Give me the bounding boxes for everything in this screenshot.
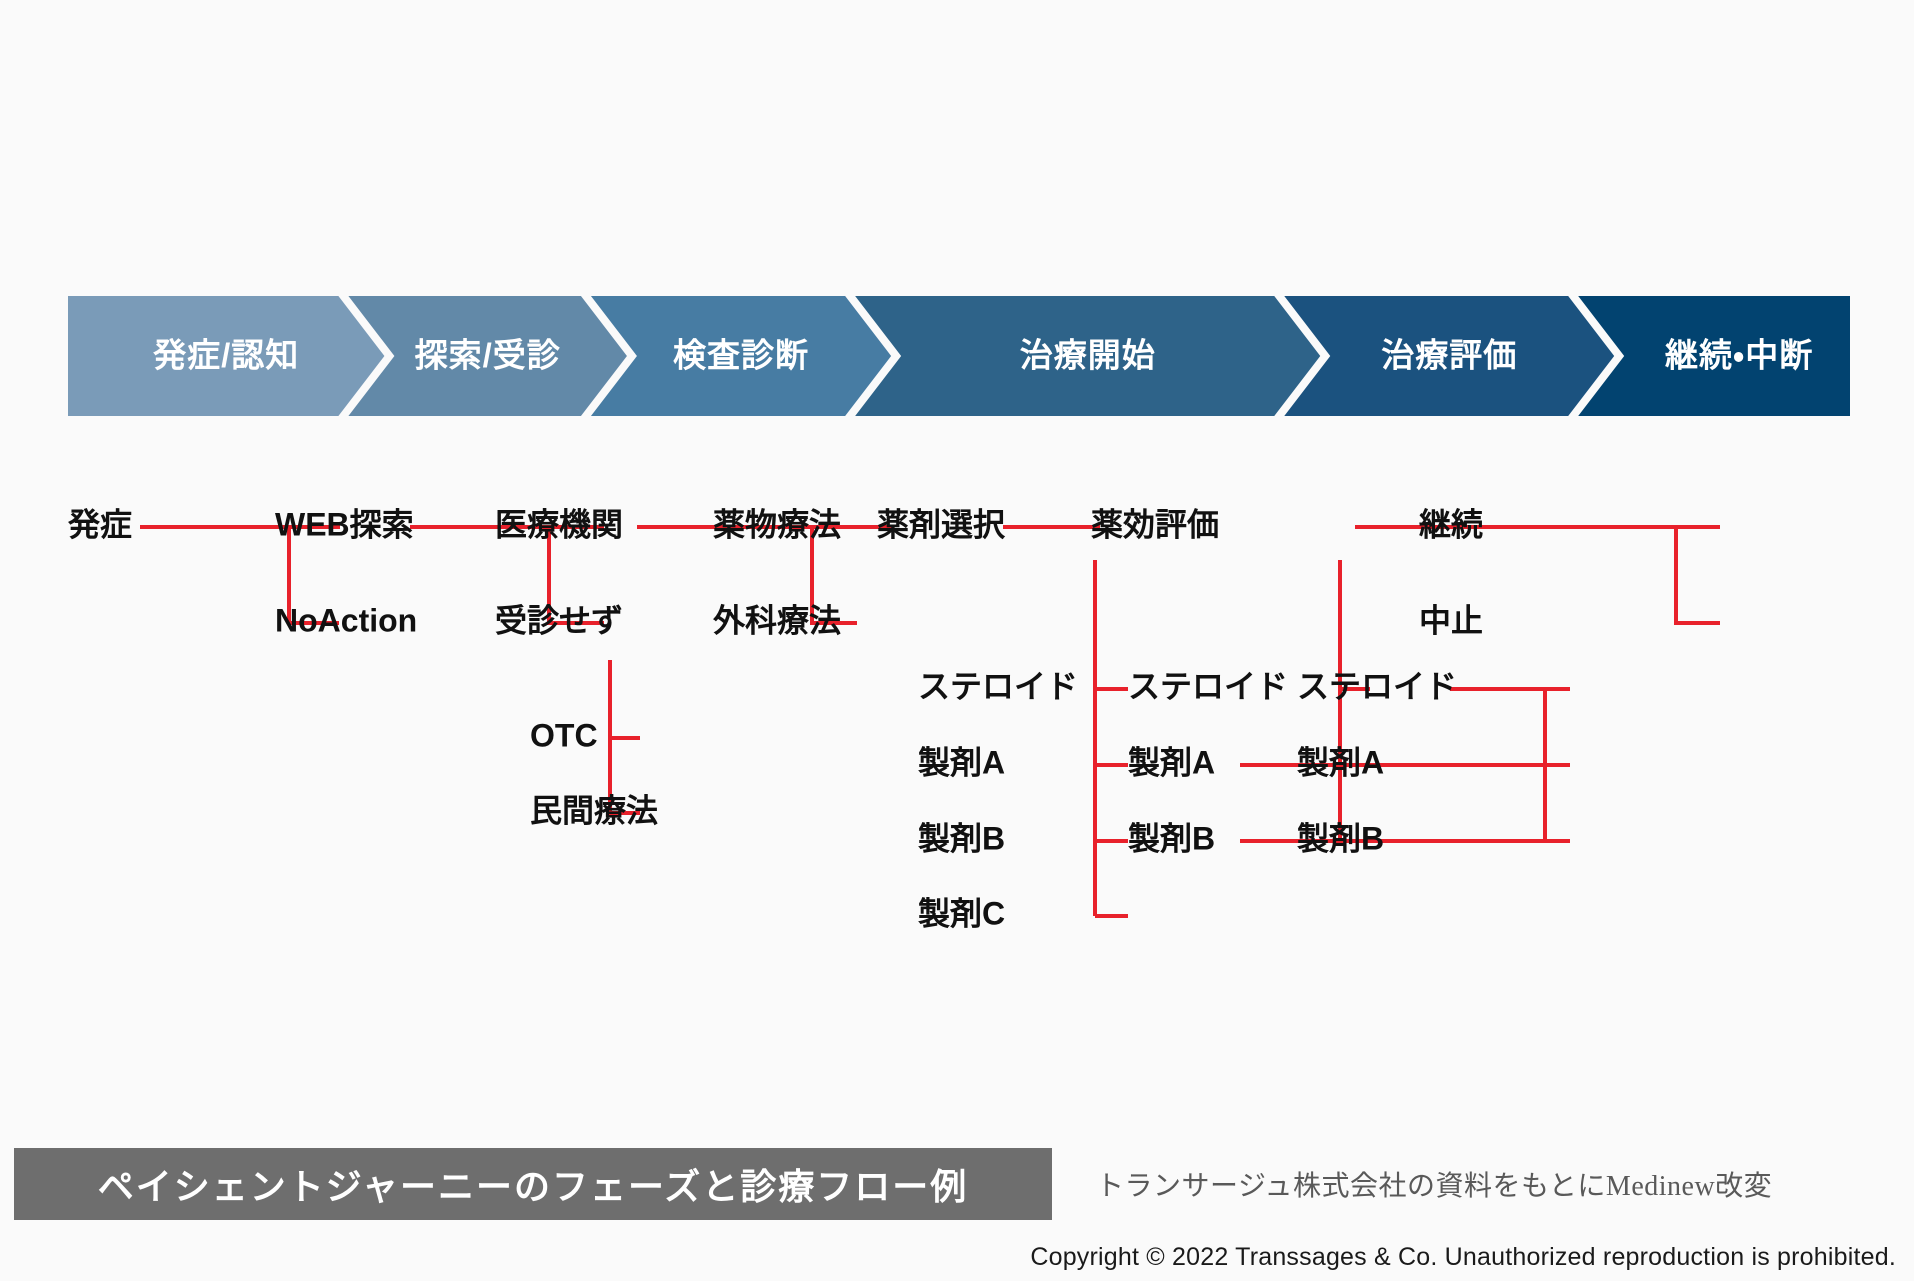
flow-node-rx-steroid[interactable]: ステロイド [1297, 668, 1457, 704]
phase-arrow-2[interactable] [348, 296, 627, 416]
phase-label-6: 継続・中断 [1665, 337, 1813, 374]
phase-label-2: 探索/受診 [415, 337, 561, 374]
flow-node-sel-a[interactable]: 製剤A [918, 744, 1005, 780]
source-note: トランサージュ株式会社の資料をもとにMedinew改変 [1096, 1171, 1773, 1202]
flow-node-otc[interactable]: OTC [530, 717, 598, 753]
flow-node-sel-steroid[interactable]: ステロイド [918, 668, 1078, 704]
flow-node-ev-a[interactable]: 製剤A [1128, 744, 1215, 780]
caption-bar: ペイシェントジャーニーのフェーズと診療フロー例 [14, 1148, 1052, 1220]
phase-label-4: 治療開始 [1020, 337, 1156, 374]
flow-node-drug-select[interactable]: 薬剤選択 [877, 506, 1006, 542]
flow-node-sel-b[interactable]: 製剤B [918, 820, 1005, 856]
phase-arrow-1[interactable] [68, 296, 385, 416]
flow-node-no-action[interactable]: NoAction [275, 602, 417, 638]
flow-node-ev-steroid[interactable]: ステロイド [1128, 668, 1288, 704]
flow-node-rx-b[interactable]: 製剤B [1297, 820, 1384, 856]
flow-node-no-visit[interactable]: 受診せず [495, 602, 623, 638]
flow-node-folk[interactable]: 民間療法 [530, 792, 658, 828]
phase-label-3: 検査診断 [673, 337, 809, 374]
flow-node-rx-a[interactable]: 製剤A [1297, 744, 1384, 780]
phase-arrow-6[interactable] [1578, 296, 1850, 416]
phase-arrow-5[interactable] [1284, 296, 1615, 416]
flow-node-continue[interactable]: 継続 [1419, 506, 1483, 542]
flow-node-onset[interactable]: 発症 [67, 506, 132, 542]
phase-label-5: 治療評価 [1381, 337, 1517, 374]
flow-node-drug-tx[interactable]: 薬物療法 [713, 506, 841, 542]
flow-node-eval[interactable]: 薬効評価 [1091, 506, 1219, 542]
flow-node-stop[interactable]: 中止 [1419, 602, 1483, 638]
caption-title: ペイシェントジャーニーのフェーズと診療フロー例 [97, 1166, 969, 1207]
flow-node-clinic[interactable]: 医療機関 [495, 506, 623, 542]
phase-arrow-banner: 発症/認知 探索/受診 検査診断 治療開始 治療評価 継続・中断 [68, 296, 1850, 416]
flow-node-web-search[interactable]: WEB探索 [275, 506, 414, 542]
phase-arrow-3[interactable] [590, 296, 892, 416]
flow-node-sel-c[interactable]: 製剤C [918, 895, 1005, 931]
phase-arrow-4[interactable] [855, 296, 1321, 416]
flow-node-surgery-tx[interactable]: 外科療法 [712, 602, 841, 638]
phase-label-1: 発症/認知 [153, 337, 299, 374]
flow-node-ev-b[interactable]: 製剤B [1128, 820, 1215, 856]
copyright-notice: Copyright © 2022 Transsages & Co. Unauth… [1030, 1243, 1896, 1271]
